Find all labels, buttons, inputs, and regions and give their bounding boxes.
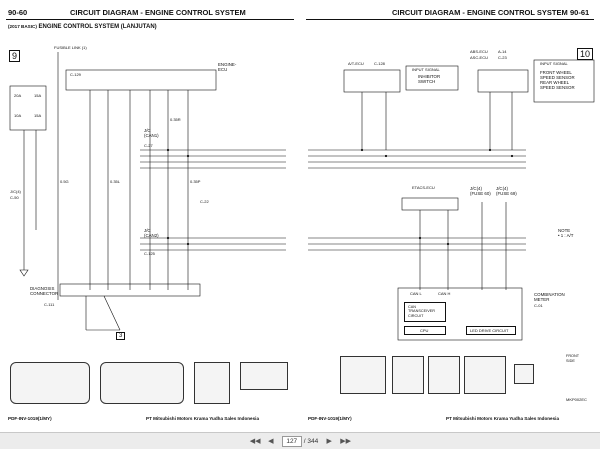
- wire-label-4: 0.35L: [110, 179, 121, 184]
- led-drive-box: LED DRIVE CIRCUIT: [466, 326, 516, 335]
- conn-c129: C-129: [70, 72, 81, 77]
- jc-can2-label: J/C (CAN2): [144, 228, 159, 238]
- subtitle-main: ENGINE CONTROL SYSTEM (LANJUTAN): [38, 24, 157, 30]
- right-page-number: 90-61: [570, 8, 590, 17]
- abs-ecu-label: ABS-ECU: [470, 49, 488, 54]
- pdf-navigation-bar: ◀◀ ◀ 127 / 344 ▶ ▶▶: [0, 432, 600, 449]
- abs-conn: A-14: [498, 49, 507, 54]
- note-label: NOTE • 1 : A/T: [558, 228, 574, 238]
- left-footer-code: PDF-INV-1019(1/MY): [8, 416, 52, 421]
- inhibitor-switch-label: INHIBITOR SWITCH: [418, 74, 441, 84]
- led-drive-label: LED DRIVE CIRCUIT: [470, 328, 509, 333]
- jc4-label: J/C(4): [10, 189, 21, 194]
- left-footer-company: PT Mitsubishi Motors Krama Yudha Sales I…: [146, 416, 259, 421]
- right-wiring-diagram: [308, 59, 595, 341]
- can-h-label: CAN H: [438, 291, 451, 296]
- left-header-rule: [6, 19, 294, 20]
- etacs-ecu-label: ETACS-ECU: [412, 185, 435, 190]
- can-transceiver-box: CAN TRANSCEIVER CIRCUIT: [404, 302, 446, 322]
- wheel-speed-label: FRONT WHEEL SPEED SENSOR REAR WHEEL SPEE…: [540, 70, 575, 90]
- connector-face-c: [194, 362, 230, 404]
- asc-ecu-label: ASC-ECU: [470, 55, 489, 60]
- next-page-icon[interactable]: ▶: [326, 438, 332, 445]
- subtitle-prefix: (2017 BASIC): [8, 24, 37, 29]
- combination-meter-label: COMBINATION METER: [534, 292, 565, 302]
- right-diagram-tag: 10: [577, 48, 594, 60]
- connector-face-a: [10, 362, 90, 404]
- connector-face-i: [514, 364, 534, 384]
- jc4-fuse2-label: J/C(4) (FUSE 69): [496, 186, 517, 196]
- page-indicator: 127 / 344: [281, 435, 319, 447]
- engine-ecu-label: ENGINE- ECU: [218, 62, 237, 72]
- connector-face-e: [340, 356, 386, 394]
- cpu-box: CPU: [404, 326, 446, 335]
- left-subtitle: (2017 BASIC) ENGINE CONTROL SYSTEM (LANJ…: [8, 24, 157, 30]
- fuse-c-label: 10A: [14, 113, 22, 118]
- tag-3: 3: [116, 332, 126, 340]
- first-page-icon[interactable]: ◀◀: [249, 438, 261, 445]
- left-page-number: 90-60: [8, 8, 28, 17]
- connector-face-b: [100, 362, 184, 404]
- right-footer-code: PDF-INV-1019(1/MY): [308, 416, 352, 421]
- right-page: CIRCUIT DIAGRAM - ENGINE CONTROL SYSTEM …: [300, 0, 600, 432]
- asc-conn: C-23: [498, 55, 507, 60]
- jc4-fuse1-label: J/C(4) (FUSE 60): [470, 186, 491, 196]
- right-header-title: CIRCUIT DIAGRAM - ENGINE CONTROL SYSTEM: [392, 8, 568, 17]
- at-ecu-conn: C-128: [374, 61, 385, 66]
- conn-c27: C-27: [144, 143, 153, 148]
- fuse-a-label: 20A: [14, 93, 22, 98]
- diagnosis-connector-label: DIAGNOSIS CONNECTOR: [30, 286, 59, 296]
- connector-face-h: [464, 356, 506, 394]
- conn-c22: C-22: [200, 199, 209, 204]
- total-pages: / 344: [303, 437, 319, 445]
- can-l-label: CAN L: [410, 291, 422, 296]
- conn-c111: C-111: [44, 302, 55, 307]
- front-side-label: FRONT SIDE: [566, 354, 580, 363]
- conn-c50: C-50: [10, 195, 19, 200]
- fusible-link-label: FUSIBLE LINK (1): [54, 45, 87, 50]
- right-footer-company: PT Mitsubishi Motors Krama Yudha Sales I…: [446, 416, 559, 421]
- last-page-icon[interactable]: ▶▶: [340, 438, 352, 445]
- prev-page-icon[interactable]: ◀: [268, 438, 274, 445]
- connector-face-g: [428, 356, 460, 394]
- fuse-d-label: 15A: [34, 113, 42, 118]
- at-ecu-label: A/T-ECU: [348, 61, 364, 66]
- left-header-title: CIRCUIT DIAGRAM - ENGINE CONTROL SYSTEM: [70, 8, 246, 17]
- left-page: 90-60 CIRCUIT DIAGRAM - ENGINE CONTROL S…: [0, 0, 301, 432]
- input-signal-1: INPUT SIGNAL: [412, 67, 440, 72]
- connector-face-d: [240, 362, 288, 390]
- code-ref-label: MKP002EC: [566, 397, 587, 402]
- can-transceiver-label: CAN TRANSCEIVER CIRCUIT: [408, 305, 436, 318]
- input-signal-2: INPUT SIGNAL: [540, 61, 568, 66]
- cpu-label: CPU: [420, 328, 429, 333]
- fuse-b-label: 15A: [34, 93, 42, 98]
- diagram-tag: 9: [9, 50, 21, 62]
- left-wiring-diagram: [9, 52, 286, 331]
- current-page-input[interactable]: 127: [281, 435, 302, 447]
- wire-label-1: 0.5G: [60, 179, 69, 184]
- right-header-rule: [306, 19, 594, 20]
- conn-c125: C-125: [144, 251, 155, 256]
- combination-meter-conn: C-01: [534, 303, 543, 308]
- wire-label-2: 0.35R: [170, 117, 181, 122]
- wire-label-3: 0.35P: [190, 179, 201, 184]
- connector-face-f: [392, 356, 424, 394]
- jc-can1-label: J/C (CAN1): [144, 128, 159, 138]
